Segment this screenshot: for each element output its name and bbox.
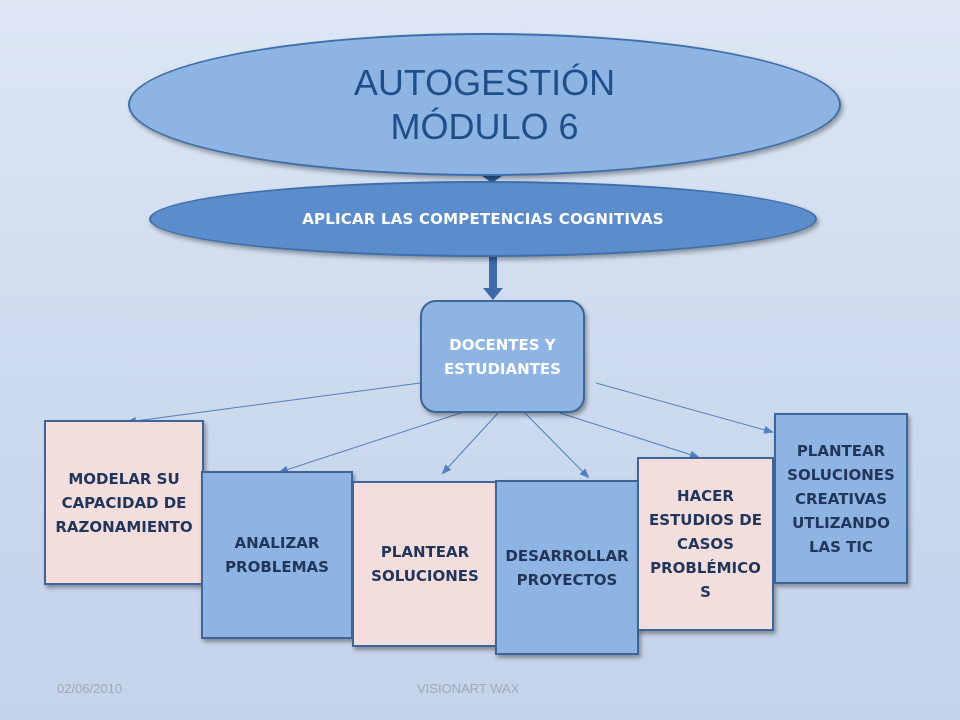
child-box-desarrollar: DESARROLLAR PROYECTOS <box>495 480 639 655</box>
connector-to-analizar <box>278 403 489 474</box>
child-label-hacer: HACER ESTUDIOS DE CASOS PROBLÉMICO S <box>649 487 762 601</box>
connector-to-hacer <box>559 412 700 459</box>
subtitle-ellipse: APLICAR LAS COMPETENCIAS COGNITIVAS <box>149 181 817 257</box>
child-label-plantear: PLANTEAR SOLUCIONES <box>371 543 479 585</box>
child-box-hacer: HACER ESTUDIOS DE CASOS PROBLÉMICO S <box>637 457 774 631</box>
footer-date: 02/06/2010 <box>57 681 123 696</box>
center-node: DOCENTES Y ESTUDIANTES <box>420 300 585 413</box>
title-line2: MÓDULO 6 <box>390 105 579 147</box>
connector-to-plantear <box>441 412 499 475</box>
child-box-plantear: PLANTEAR SOLUCIONES <box>352 481 498 647</box>
child-label-modelar: MODELAR SU CAPACIDAD DE RAZONAMIENTO <box>55 469 193 536</box>
center-text: DOCENTES Y ESTUDIANTES <box>444 333 561 381</box>
connector-to-plantear-tic <box>595 382 774 434</box>
child-box-analizar: ANALIZAR PROBLEMAS <box>201 471 353 639</box>
child-label-plantear-tic: PLANTEAR SOLUCIONES CREATIVAS UTLIZANDO … <box>787 441 895 556</box>
arrow-subtitle-to-center <box>483 256 503 300</box>
title-line1: AUTOGESTIÓN <box>353 61 616 103</box>
connector-to-modelar <box>126 382 421 425</box>
footer-author: VISIONART WAX <box>417 681 520 696</box>
center-line2: ESTUDIANTES <box>444 359 561 378</box>
center-line1: DOCENTES Y <box>449 335 556 354</box>
child-label-analizar: ANALIZAR PROBLEMAS <box>225 534 329 576</box>
child-label-desarrollar: DESARROLLAR PROYECTOS <box>505 546 629 589</box>
subtitle-text: APLICAR LAS COMPETENCIAS COGNITIVAS <box>302 210 664 228</box>
connector-to-desarrollar <box>524 412 590 479</box>
child-box-modelar: MODELAR SU CAPACIDAD DE RAZONAMIENTO <box>44 420 204 585</box>
title-ellipse: AUTOGESTIÓN MÓDULO 6 <box>128 33 841 176</box>
child-box-plantear-tic: PLANTEAR SOLUCIONES CREATIVAS UTLIZANDO … <box>774 413 908 584</box>
